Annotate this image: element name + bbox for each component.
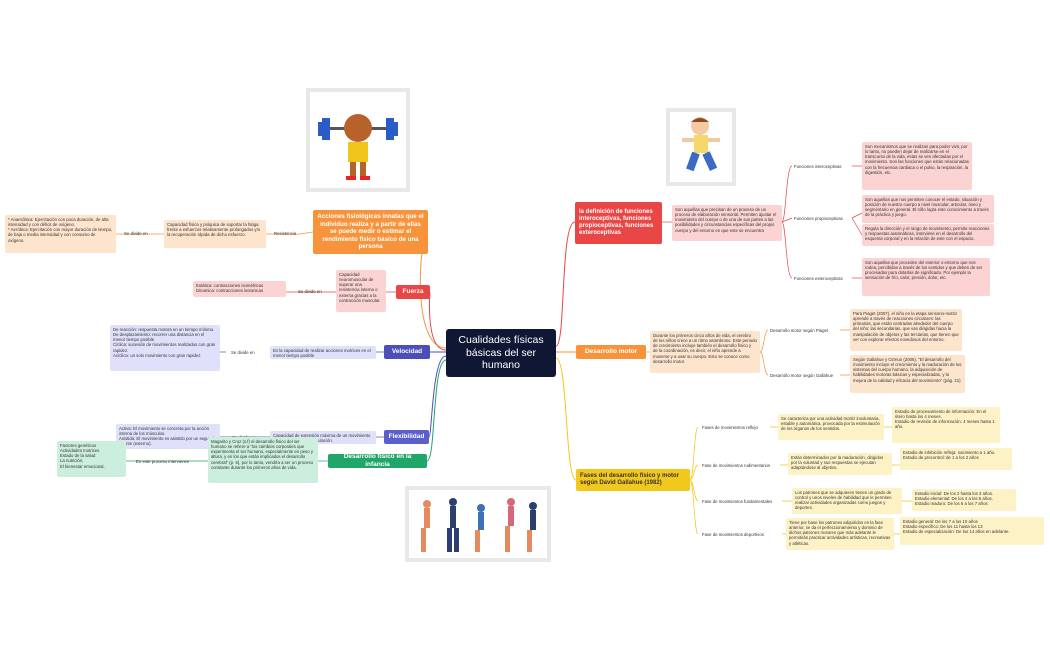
branch-fuerza[interactable]: Fuerza: [396, 285, 430, 299]
fase-reflejo-text: Se caracteriza por una actividad motriz …: [778, 414, 884, 440]
infancia-intervienen-label: En este proceso intervienen: [136, 459, 190, 464]
running-boy-illustration: [666, 108, 736, 186]
velocidad-divide-label: Se divide en: [231, 350, 255, 355]
fase-rudimentarios-stages: Estadio de inhibición refleja: nacimient…: [900, 448, 1012, 470]
fase-stage: Estadio específico: De los 11 hasta los …: [903, 524, 983, 530]
resistencia-type: * Aeróbica: Ejercitación con mayor durac…: [8, 227, 113, 243]
infancia-factor: El bienestar emocional.: [60, 463, 105, 469]
athletes-illustration: [405, 486, 551, 562]
fuerza-types: Estática: contracciones isométricas Dina…: [193, 281, 286, 297]
funciones-interoceptivas-text: Son mecanismos que se realizan para pode…: [862, 142, 972, 190]
infancia-factor: Actividades motrices: [60, 448, 100, 454]
velocidad-type: De desplazamiento: recorrer una distanci…: [113, 332, 205, 343]
funciones-exteroceptivas-label: Funciones exteroceptivas: [794, 276, 843, 281]
funciones-exteroceptivas-text: Son aquellas que proceden del exterior o…: [862, 258, 990, 296]
infancia-factor: Estado de la salud: [60, 453, 96, 459]
fase-fundamentales-stages: Estadio inicial: De los 2 hasta los 3 añ…: [912, 489, 1016, 511]
resistencia-label: Resistencia: [274, 231, 297, 236]
desarrollo-motor-piaget-text: Para Piaget (2007), el niño en la etapa …: [850, 309, 962, 351]
fase-rudimentarios-label: Fase de movimientos rudimentarios: [702, 463, 771, 468]
resistencia-types: * Anaeróbica: Ejercitación con poca dura…: [5, 215, 116, 253]
infancia-factors: Factores genéticos Actividades motrices …: [57, 441, 126, 477]
branch-definicion-funciones[interactable]: la definición de funciones interoceptiva…: [575, 202, 662, 244]
fase-reflejo-label: Fases de movimientos reflejo: [702, 425, 758, 430]
fase-stage: Estadio maduro: De los 6 a los 7 años: [915, 501, 988, 507]
fase-rudimentarios-text: Están determinados por la maduración, di…: [788, 453, 892, 475]
flexibilidad-type: Activa: El movimiento se concreta por la…: [119, 426, 210, 437]
fase-fundamentales-label: Fase de movimientos fundamentales: [702, 499, 773, 504]
flexibilidad-type: Asistida: El movimiento es asistido por …: [119, 436, 216, 447]
resistencia-definition: Capacidad física y psíquica de soportar …: [164, 220, 266, 248]
fase-deportivos-label: Fase de movimientos deportivos: [702, 532, 764, 537]
infancia-definition: Magarito y Cruz (s.f) el desarrollo físi…: [208, 437, 318, 483]
branch-desarrollo-motor[interactable]: Desarrollo motor: [576, 345, 646, 359]
velocidad-definition: Es la capacidad de realizar acciones mot…: [270, 346, 376, 359]
resistencia-type: * Anaeróbica: Ejercitación con poca dura…: [8, 217, 109, 228]
infancia-factor: Factores genéticos: [60, 443, 97, 448]
desarrollo-motor-description: Durante los primeros cinco años de vida,…: [650, 331, 760, 373]
fase-stage: Estadio de revisión de información: 4 me…: [895, 419, 995, 430]
desarrollo-motor-gallahue-label: Desarrollo motor según Gallahue: [770, 373, 834, 378]
desarrollo-motor-piaget-label: Desarrollo motor según Piaget: [770, 328, 829, 333]
fuerza-definition: Capacidad neuromuscular de superar una r…: [336, 270, 386, 312]
funciones-propioceptivas-label: Funciones propioceptivas: [794, 216, 843, 221]
definicion-description: Son aquellas que precisan de un proceso …: [672, 205, 782, 241]
central-topic[interactable]: Cualidades físicas básicas del ser human…: [446, 329, 556, 377]
fuerza-divide-label: Se divide en: [298, 289, 322, 294]
fase-deportivos-text: Tiene por base los patrones adquiridos e…: [786, 518, 894, 550]
fase-stage: Estadio elemental: De los 4 a los 5 años…: [915, 496, 993, 502]
desarrollo-motor-gallahue-text: Según Gallahue y Ozmun (2006), "El desar…: [850, 355, 965, 393]
fase-deportivos-stages: Estadio general: De los 7 a los 10 años …: [900, 517, 1044, 545]
velocidad-types: De reacción: respuesta motora en un tiem…: [110, 325, 220, 371]
velocidad-type: Acíclica: un solo movimiento con gran ra…: [113, 352, 202, 358]
funciones-propioceptivas-text: Son aquellas que nos permiten conocer el…: [862, 195, 994, 223]
fase-stage: Estadio de procesamiento de información:…: [895, 409, 987, 420]
fase-fundamentales-text: Los patrones que se adquieren tienen un …: [792, 488, 902, 514]
branch-fases-gallahue[interactable]: Fases del desarrollo físico y motor segú…: [576, 469, 690, 491]
branch-velocidad[interactable]: Velocidad: [384, 345, 430, 359]
fase-stage: Estadio de inhibición refleja: nacimient…: [903, 450, 996, 455]
infancia-factor: La nutrición,: [60, 458, 84, 464]
branch-flexibilidad[interactable]: Flexibilidad: [384, 430, 429, 444]
resistencia-divide-label: Se divide en: [124, 231, 148, 236]
flexibilidad-types: Activa: El movimiento se concreta por la…: [116, 424, 220, 449]
branch-acciones-fisiologicas[interactable]: Acciones fisiológicas innatas que el ind…: [313, 210, 428, 254]
fase-stage: Estadio inicial: De los 2 hasta los 3 añ…: [915, 491, 994, 496]
branch-desarrollo-fisico-infancia[interactable]: Desarrollo físico en la infancia: [328, 454, 427, 468]
fase-stage: Estadio de especialización: De los 14 añ…: [903, 529, 1010, 535]
funciones-propioceptivas-text-2: Regula la dirección y el rango de movimi…: [862, 224, 994, 246]
weightlifter-illustration: [306, 88, 410, 192]
velocidad-type: De reacción: respuesta motora en un tiem…: [113, 327, 215, 332]
velocidad-type: Cíclica: sucesión de movimientos realiza…: [113, 342, 216, 353]
fuerza-type: Dinamica: contracciones isotonicas: [196, 288, 264, 294]
fase-stage: Estadio de precontrol: de 1 a los 2 años: [903, 455, 979, 461]
fuerza-type: Estática: contracciones isométricas: [196, 283, 264, 288]
funciones-interoceptivas-label: Funciones interoceptivas: [794, 164, 842, 169]
fase-reflejo-stages: Estadio de procesamiento de información:…: [892, 407, 1000, 443]
fase-stage: Estadio general: De los 7 a los 10 años: [903, 519, 978, 524]
